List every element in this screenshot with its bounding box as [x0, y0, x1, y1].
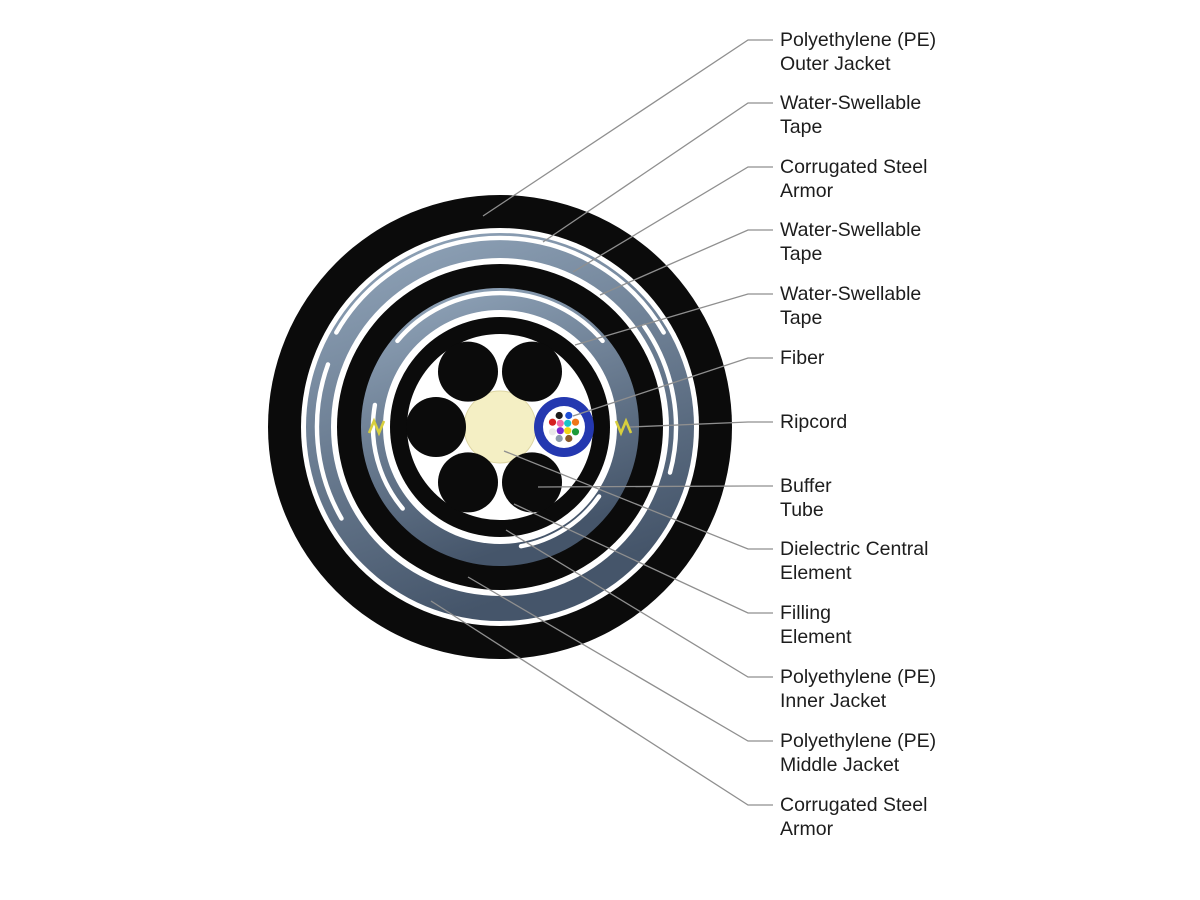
label-filling-element: Filling Element — [780, 601, 852, 649]
tape-seam-arc — [642, 323, 679, 475]
label-line: Tape — [780, 307, 823, 329]
label-line: Water-Swellable — [780, 283, 922, 305]
buffer-tube-black — [502, 452, 562, 513]
fiber-dot — [555, 434, 563, 443]
label-middle-jacket: Polyethylene (PE) Middle Jacket — [780, 729, 936, 777]
fiber-dot — [565, 434, 573, 443]
label-line: Middle Jacket — [780, 754, 900, 776]
tape-seam-arc — [314, 362, 344, 521]
label-line: Inner Jacket — [780, 690, 887, 712]
fiber-dot — [556, 419, 564, 427]
tape-seam-arc — [518, 494, 602, 549]
leader-line-water-swellable-tape-2 — [599, 229, 773, 296]
label-line: Polyethylene (PE) — [780, 29, 937, 51]
buffer-tube-interior — [543, 406, 585, 448]
label-line: Element — [780, 626, 852, 648]
label-line: Water-Swellable — [780, 219, 922, 241]
label-dielectric-central-element: Dielectric Central Element — [780, 537, 928, 585]
label-fiber: Fiber — [780, 346, 824, 370]
tape-seam-arc — [395, 290, 605, 344]
label-corrugated-steel-armor-1: Corrugated Steel Armor — [780, 155, 927, 203]
leader-line-ripcord — [629, 421, 773, 428]
fiber-dot — [548, 418, 557, 426]
fiber-dot — [548, 428, 557, 436]
leader-line-corrugated-steel-armor-1 — [572, 166, 773, 273]
filling-element-tube — [406, 397, 466, 457]
fiber-dot — [571, 418, 580, 426]
label-water-swellable-tape-1: Water-Swellable Tape — [780, 91, 921, 139]
label-outer-jacket: Polyethylene (PE) Outer Jacket — [780, 28, 936, 76]
fiber-dot — [571, 428, 580, 436]
fiber-dot — [556, 427, 564, 435]
dielectric-central-element — [463, 390, 537, 464]
label-water-swellable-tape-2: Water-Swellable Tape — [780, 218, 921, 266]
filling-element-tube — [502, 341, 562, 402]
label-line: Water-Swellable — [780, 92, 922, 114]
leader-line-filling-element — [513, 503, 773, 614]
label-line: Element — [780, 562, 852, 584]
label-line: Filling — [780, 602, 831, 624]
leader-line-buffer-tube — [537, 485, 773, 488]
ripcord-left — [367, 417, 386, 437]
leader-lines — [430, 39, 773, 806]
fiber-dot — [564, 427, 572, 435]
leader-line-inner-jacket — [505, 529, 773, 678]
label-line: Tape — [780, 243, 823, 265]
fiber-dot — [565, 411, 573, 420]
label-line: Armor — [780, 180, 834, 202]
label-line: Armor — [780, 818, 834, 840]
label-line: Tape — [780, 116, 823, 138]
label-ripcord: Ripcord — [780, 410, 847, 434]
label-line: Buffer — [780, 475, 832, 497]
fiber-dots — [548, 411, 580, 443]
filling-element-tube — [438, 452, 498, 513]
label-line: Outer Jacket — [780, 53, 891, 75]
label-buffer-tube: Buffer Tube — [780, 474, 832, 522]
tape-seam-arc — [370, 402, 405, 511]
fiber-dot — [555, 411, 563, 420]
label-line: Fiber — [780, 347, 825, 369]
label-water-swellable-tape-3: Water-Swellable Tape — [780, 282, 921, 330]
ripcord-right — [614, 417, 633, 437]
fiber-dot — [564, 419, 572, 427]
leader-line-dielectric-central-element — [503, 450, 773, 550]
leader-line-fiber — [572, 357, 773, 417]
label-line: Corrugated Steel — [780, 156, 928, 178]
leader-line-water-swellable-tape-3 — [574, 293, 773, 346]
tape-seam-arcs — [314, 235, 679, 549]
leader-line-water-swellable-tape-1 — [542, 102, 773, 243]
leader-line-corrugated-steel-armor-2 — [430, 600, 773, 806]
label-line: Polyethylene (PE) — [780, 730, 937, 752]
label-line: Ripcord — [780, 411, 848, 433]
filling-element-tube — [438, 341, 498, 402]
label-inner-jacket: Polyethylene (PE) Inner Jacket — [780, 665, 936, 713]
label-line: Corrugated Steel — [780, 794, 928, 816]
label-line: Polyethylene (PE) — [780, 666, 937, 688]
leader-line-middle-jacket — [467, 576, 773, 742]
label-line: Tube — [780, 499, 824, 521]
tape-seam-arc — [334, 235, 666, 335]
label-corrugated-steel-armor-2: Corrugated Steel Armor — [780, 793, 927, 841]
label-line: Dielectric Central — [780, 538, 929, 560]
leader-line-outer-jacket — [482, 39, 773, 217]
